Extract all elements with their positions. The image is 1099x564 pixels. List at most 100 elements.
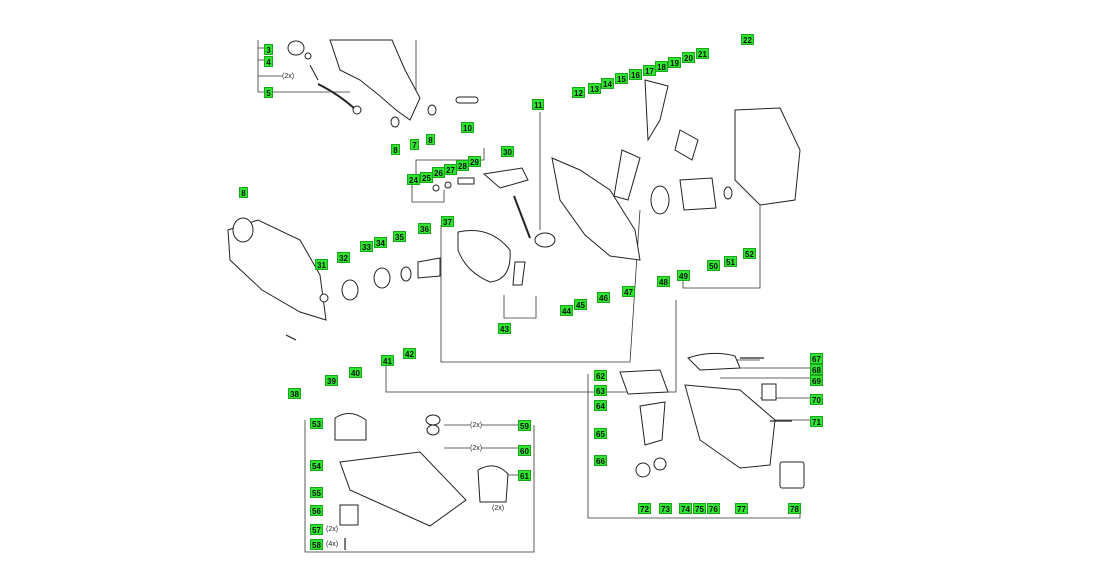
callout-label: 56: [310, 505, 323, 516]
lever-part: [482, 167, 529, 189]
leader-line: [503, 295, 537, 319]
callout-label: 46: [597, 292, 610, 303]
callout-label: 58: [310, 539, 323, 550]
knob-part: [287, 40, 305, 56]
guard-rail-part: [334, 413, 367, 441]
housing-top-part: [329, 39, 421, 121]
quantity-annotation: (2x): [492, 505, 505, 513]
spring-part: [457, 177, 475, 185]
callout-label: 37: [441, 216, 454, 227]
leader-line: [411, 185, 445, 203]
callout-label: 52: [743, 248, 756, 259]
callout-label: 62: [594, 370, 607, 381]
callout-label: 39: [325, 375, 338, 386]
callout-label: 63: [594, 385, 607, 396]
callout-label: 30: [501, 146, 514, 157]
callout-label: 54: [310, 460, 323, 471]
plug-part: [390, 116, 400, 128]
callout-label: 40: [349, 367, 362, 378]
callout-label: 8: [239, 187, 248, 198]
bearing-part: [723, 186, 733, 200]
callout-label: 16: [629, 69, 642, 80]
callout-label: 68: [810, 364, 823, 375]
grip-part: [639, 401, 666, 446]
callout-label: 27: [444, 164, 457, 175]
blade-guard-part: [227, 219, 327, 321]
rail-part: [619, 369, 669, 395]
fan-part: [650, 185, 670, 215]
screw-part: [432, 184, 440, 192]
callout-label: 61: [518, 470, 531, 481]
callout-label: 33: [360, 241, 373, 252]
callout-label: 31: [315, 259, 328, 270]
callout-label: 77: [735, 503, 748, 514]
callout-label: 75: [693, 503, 706, 514]
callout-label: 71: [810, 416, 823, 427]
leader-line: [720, 359, 810, 421]
flange-part: [373, 267, 391, 289]
quantity-annotation: (2x): [470, 445, 483, 453]
callout-label: 18: [655, 61, 668, 72]
saw-blade-part: [457, 230, 511, 283]
washer-part: [304, 52, 312, 60]
callout-label: 50: [707, 260, 720, 271]
screw-part: [285, 334, 297, 341]
callout-label: 60: [518, 445, 531, 456]
callout-label: 20: [682, 52, 695, 63]
callout-label: 45: [574, 299, 587, 310]
motor-armature-part: [679, 177, 717, 211]
callout-label: 8: [391, 144, 400, 155]
callout-label: 49: [677, 270, 690, 281]
callout-label: 15: [615, 73, 628, 84]
callout-label: 29: [468, 156, 481, 167]
callout-label: 65: [594, 428, 607, 439]
callout-label: 41: [381, 355, 394, 366]
callout-label: 66: [594, 455, 607, 466]
quantity-annotation: (2x): [326, 526, 339, 534]
quantity-annotation: (2x): [470, 422, 483, 430]
callout-label: 78: [788, 503, 801, 514]
callout-label: 38: [288, 388, 301, 399]
leader-line: [682, 200, 761, 289]
plate-part: [761, 383, 777, 401]
callout-label: 67: [810, 353, 823, 364]
screw-part: [444, 181, 452, 189]
plug-part: [427, 104, 437, 116]
callout-label: 10: [461, 122, 474, 133]
callout-label: 19: [668, 57, 681, 68]
leader-line: [385, 300, 677, 393]
handle-part: [644, 79, 669, 142]
screw-part: [425, 414, 441, 426]
callout-label: 73: [659, 503, 672, 514]
callout-label: 24: [407, 174, 420, 185]
callout-label: 14: [601, 78, 614, 89]
callout-label: 47: [622, 286, 635, 297]
bracket-part: [339, 504, 359, 526]
callout-label: 26: [432, 167, 445, 178]
callout-label: 69: [810, 375, 823, 386]
leader-line: [440, 209, 641, 363]
quantity-annotation: (2x): [282, 73, 295, 81]
callout-label: 12: [572, 87, 585, 98]
callout-label: 8: [426, 134, 435, 145]
cable-part: [317, 83, 357, 111]
screw-part: [426, 424, 440, 436]
base-plate-part: [339, 451, 467, 527]
callout-label: 43: [498, 323, 511, 334]
callout-label: 21: [696, 48, 709, 59]
callout-label: 32: [337, 252, 350, 263]
ring-part: [400, 266, 412, 282]
knob-part: [635, 462, 651, 478]
washer-part: [319, 293, 329, 303]
callout-label: 42: [403, 348, 416, 359]
callout-label: 13: [588, 83, 601, 94]
callout-label: 34: [374, 237, 387, 248]
cap-part: [477, 465, 509, 503]
callout-label: 55: [310, 487, 323, 498]
leader-line: [415, 148, 485, 178]
callout-label: 5: [264, 87, 273, 98]
knob-part: [653, 457, 667, 471]
blade-clamp-part: [512, 261, 526, 286]
rod-part: [513, 195, 531, 239]
